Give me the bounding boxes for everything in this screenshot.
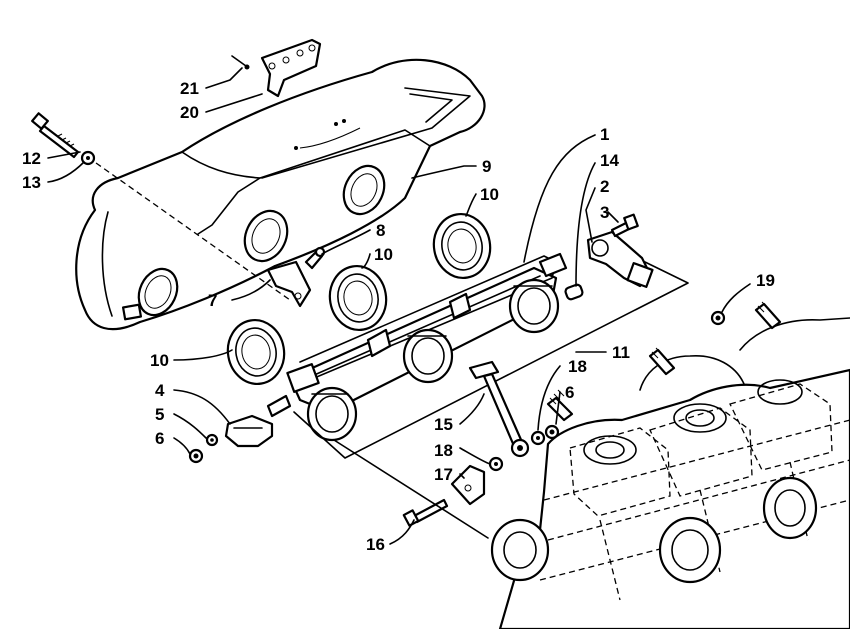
boot-seal-upper (432, 213, 492, 279)
nut-6-right (544, 424, 560, 440)
washer (80, 150, 96, 166)
callout-18-upper: 18 (568, 357, 587, 376)
small-bracket (266, 260, 312, 308)
clip-pin (231, 55, 250, 70)
cap-19 (710, 310, 726, 326)
nut-6-left (188, 448, 204, 464)
bolt-16 (402, 498, 449, 527)
callout-1: 1 (600, 125, 609, 144)
plate (450, 464, 486, 506)
callout-21: 21 (180, 79, 199, 98)
callout-10-middle: 10 (374, 245, 393, 264)
install-line-lower (333, 439, 489, 539)
bushing (564, 283, 584, 301)
callout-3: 3 (600, 203, 609, 222)
callout-20: 20 (180, 103, 199, 122)
cable-rod (468, 360, 530, 458)
bolt (31, 112, 80, 159)
air-silencer-housing (75, 58, 486, 331)
callout-2: 2 (600, 177, 609, 196)
leader-lines (47, 67, 751, 545)
mounting-bracket (260, 38, 322, 98)
callout-15: 15 (434, 415, 453, 434)
screw-3 (610, 213, 639, 238)
callout-13: 13 (22, 173, 41, 192)
spark-plug-2 (648, 347, 676, 376)
boot-seal-lower (226, 319, 286, 385)
washer-18-lower (488, 456, 504, 472)
callout-10-lower: 10 (150, 351, 169, 370)
callout-10-upper: 10 (480, 185, 499, 204)
callout-8: 8 (376, 221, 385, 240)
washer-5 (205, 433, 219, 447)
callout-6-right: 6 (565, 383, 574, 402)
callout-labels: 1 2 3 4 5 6 6 7 8 9 10 10 10 11 12 13 14… (22, 79, 775, 554)
callout-11: 11 (612, 343, 630, 362)
cover-plate (224, 414, 274, 448)
intake-rack-assembly (266, 252, 568, 442)
callout-16: 16 (366, 535, 385, 554)
callout-12: 12 (22, 149, 41, 168)
callout-19: 19 (756, 271, 775, 290)
callout-14: 14 (600, 151, 619, 170)
boot-seal-middle (328, 265, 388, 331)
callout-17: 17 (434, 465, 453, 484)
callout-7: 7 (208, 291, 217, 310)
engine-block (490, 317, 850, 629)
group-bracket (293, 261, 689, 459)
callout-9: 9 (482, 157, 491, 176)
washer-18-upper (530, 430, 546, 446)
callout-18-lower: 18 (434, 441, 453, 460)
callout-4: 4 (155, 381, 165, 400)
callout-6-left: 6 (155, 429, 164, 448)
callout-5: 5 (155, 405, 164, 424)
spark-plug-3 (754, 301, 782, 330)
throttle-pulley (586, 230, 654, 288)
